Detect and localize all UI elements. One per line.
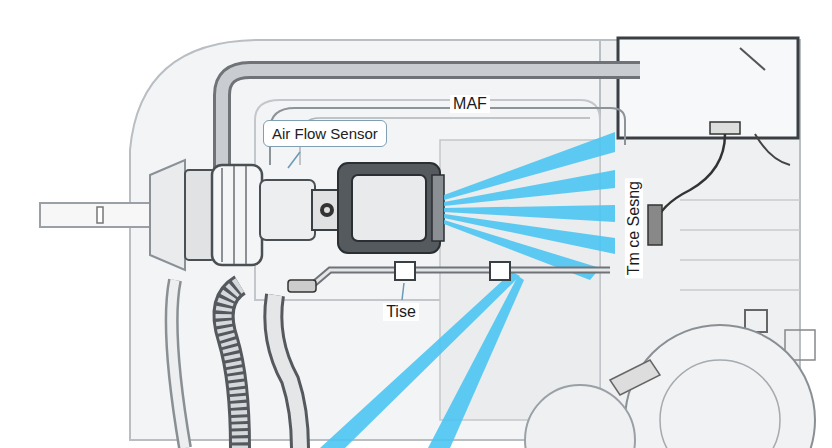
part-label: Tise [383, 303, 419, 321]
part-label: MAF [450, 95, 490, 113]
callout-box: Air Flow Sensor [263, 120, 387, 147]
part-label: Tm ce Sesng [625, 178, 643, 278]
callout-text: Air Flow Sensor [272, 125, 378, 142]
